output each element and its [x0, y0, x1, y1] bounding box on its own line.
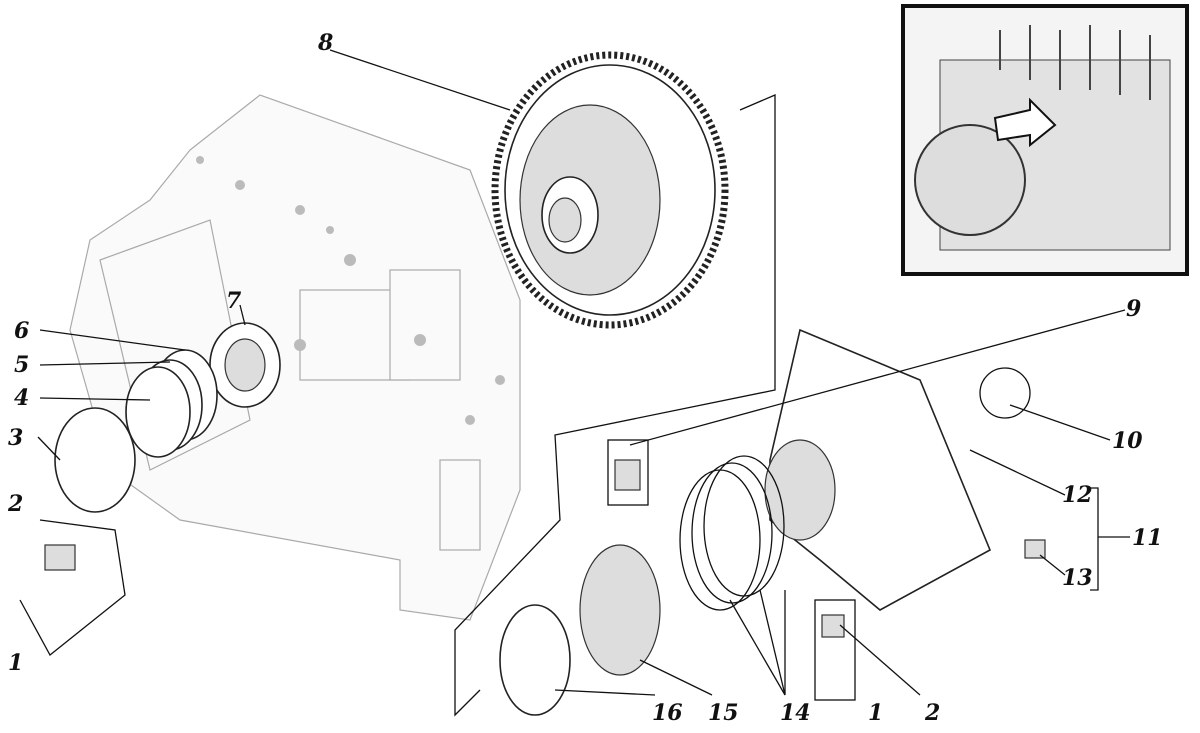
label-13: 13	[1062, 565, 1093, 591]
label-2-left: 2	[7, 491, 23, 517]
label-7: 7	[226, 288, 242, 314]
label-5: 5	[14, 352, 29, 378]
label-6: 6	[14, 318, 29, 344]
label-11: 11	[1132, 525, 1163, 551]
bushing-9	[614, 459, 641, 491]
bolt-2-left	[44, 544, 76, 571]
gear-8	[491, 51, 729, 329]
label-14: 14	[780, 700, 811, 726]
arrow-icon	[993, 97, 1057, 148]
label-9: 9	[1126, 296, 1141, 322]
label-12: 12	[1062, 482, 1093, 508]
label-1-right: 1	[868, 700, 883, 726]
label-10: 10	[1112, 428, 1143, 454]
bolt-2-right	[821, 614, 845, 638]
part-labels: 8 7 6 5 4 3 2 1 9 10 12 11 13 16 15 14 1…	[7, 30, 1163, 726]
ring-4	[125, 366, 191, 458]
label-16: 16	[652, 700, 683, 726]
bearing-16	[499, 604, 571, 716]
label-15: 15	[708, 700, 739, 726]
spring-10	[979, 367, 1031, 419]
label-1-left: 1	[8, 650, 23, 676]
label-2-right: 2	[924, 700, 940, 726]
plug-13	[1024, 539, 1046, 559]
inset-photo-location	[901, 4, 1189, 276]
sleeve-15	[579, 544, 661, 676]
leader-lines	[37, 49, 1130, 717]
cover-3	[54, 407, 136, 513]
label-4: 4	[14, 385, 29, 411]
label-8: 8	[317, 30, 333, 56]
transmission-housing	[69, 94, 521, 621]
label-3: 3	[8, 425, 23, 451]
